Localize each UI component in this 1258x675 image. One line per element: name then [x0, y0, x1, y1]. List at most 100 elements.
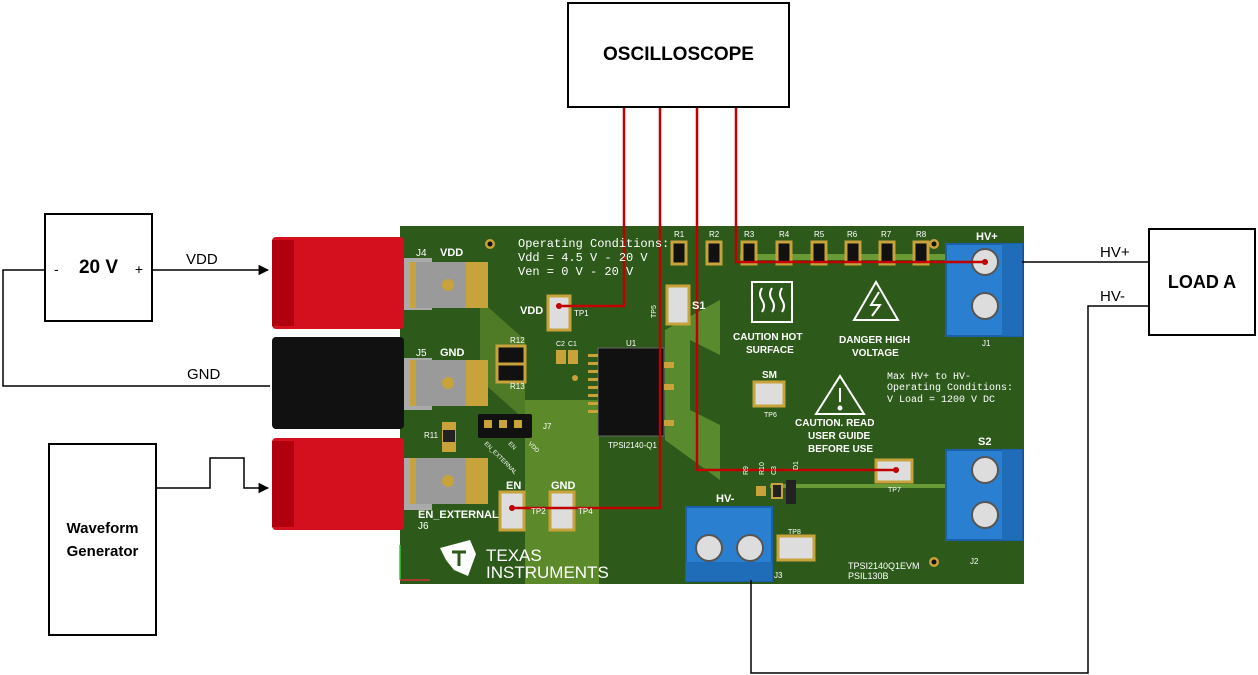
- caution-read-line3: BEFORE USE: [808, 444, 873, 455]
- hv-plus-wire-label: HV+: [1100, 244, 1130, 261]
- jack-j6: [272, 438, 488, 530]
- operating-line3: Ven = 0 V - 20 V: [518, 265, 634, 279]
- mounting-hole: [931, 559, 937, 565]
- hv-minus-board-label: HV-: [716, 493, 735, 505]
- probe-wires: [512, 108, 985, 510]
- r13-label: R13: [510, 382, 525, 391]
- r2-label: R2: [709, 230, 720, 239]
- pcb-trace: [770, 484, 950, 488]
- sm-label: SM: [762, 370, 777, 381]
- max-hv-line3: V Load = 1200 V DC: [887, 394, 995, 406]
- waveform-label-line2: Generator: [66, 542, 139, 560]
- terminal-j3: [685, 506, 773, 582]
- r10-label: R10: [759, 462, 766, 475]
- evm-line1: TPSI2140Q1EVM: [848, 561, 920, 571]
- j5-label: J5: [416, 348, 427, 359]
- resistor-array: [670, 240, 930, 266]
- j7-label: J7: [543, 422, 552, 431]
- axis-marker: [399, 545, 430, 581]
- via: [572, 375, 578, 381]
- resistor-r13: [495, 362, 527, 384]
- j3-label: J3: [774, 571, 783, 580]
- power-supply-box: - 20 V +: [44, 213, 153, 322]
- ti-line1: TEXAS: [486, 546, 542, 565]
- resistor-r10: [771, 483, 783, 499]
- caution-read-line1: CAUTION. READ: [795, 418, 874, 429]
- operating-line2: Vdd = 4.5 V - 20 V: [518, 251, 648, 265]
- probe-en-wire: [512, 108, 662, 510]
- max-hv-line2: Operating Conditions:: [887, 382, 1013, 394]
- r12-label: R12: [510, 336, 525, 345]
- tp2-label: TP2: [531, 507, 546, 516]
- hot-surface-icon: [751, 281, 793, 323]
- hv-plus-board-label: HV+: [976, 231, 998, 243]
- vdd-wire-label: VDD: [186, 251, 218, 268]
- evm-line2: PSIL130B: [848, 571, 889, 581]
- c1-label: C1: [568, 341, 577, 348]
- max-hv-line1: Max HV+ to HV-: [887, 372, 971, 383]
- jack-j5: [272, 337, 488, 429]
- chip-name-label: TPSI2140-Q1: [608, 441, 657, 450]
- terminal-j1: [945, 243, 1023, 337]
- j7-en-label: EN: [507, 441, 517, 451]
- s2-label: S2: [978, 436, 991, 448]
- caution-icon: [814, 374, 866, 415]
- mounting-hole: [931, 241, 937, 247]
- resistor-r9: [756, 486, 766, 496]
- hv-minus-wire: [750, 305, 1148, 674]
- j6-en-label: EN_EXTERNAL: [418, 509, 499, 521]
- c3-label: C3: [771, 466, 778, 475]
- jack-j4: [272, 237, 488, 329]
- j2-label: J2: [970, 557, 979, 566]
- capacitor-c1: [568, 350, 578, 364]
- probe-ends: [509, 259, 988, 511]
- c2-label: C2: [556, 341, 565, 348]
- r5-label: R5: [814, 230, 825, 239]
- chip-u1-pins: [588, 354, 674, 426]
- danger-line1: DANGER HIGH: [839, 335, 910, 346]
- waveform-wire: [157, 457, 270, 494]
- testpoint-tp4: [548, 490, 576, 532]
- load-label: LOAD A: [1167, 271, 1237, 292]
- r8-label: R8: [916, 230, 927, 239]
- j4-label: J4: [416, 248, 427, 259]
- hv-minus-wire-label: HV-: [1100, 288, 1126, 305]
- resistor-r11-body: [443, 430, 455, 442]
- j4-vdd-label: VDD: [440, 247, 463, 259]
- capacitor-c2: [556, 350, 566, 364]
- u1-label: U1: [626, 339, 637, 348]
- r11-label: R11: [424, 431, 439, 440]
- testpoint-tp1: [546, 294, 572, 332]
- d1-label: D1: [793, 461, 800, 470]
- resistor-r12: [495, 344, 527, 366]
- header-pin: [484, 420, 492, 428]
- en-tp-label: EN: [506, 480, 521, 492]
- j5-gnd-label: GND: [440, 347, 465, 359]
- r4-label: R4: [779, 230, 790, 239]
- danger-line2: VOLTAGE: [852, 348, 899, 359]
- caution-hot-line2: SURFACE: [746, 345, 794, 356]
- oscilloscope-label: OSCILLOSCOPE: [603, 44, 754, 65]
- probe-vdd-wire: [559, 108, 626, 308]
- waveform-label-line1: Waveform: [66, 519, 139, 537]
- gnd-wire-label: GND: [187, 366, 221, 383]
- tp4-label: TP4: [578, 507, 593, 516]
- testpoint-tp8: [776, 534, 816, 562]
- r3-label: R3: [744, 230, 755, 239]
- vdd-tp-label: VDD: [520, 305, 543, 317]
- load-box: LOAD A: [1148, 228, 1256, 336]
- j1-label: J1: [982, 339, 991, 348]
- gnd-tp-label: GND: [551, 480, 576, 492]
- pcb-pour: [690, 340, 730, 430]
- caution-read-line2: USER GUIDE: [808, 431, 871, 442]
- operating-line1: Operating Conditions:: [518, 237, 669, 251]
- testpoint-tp5: [665, 284, 691, 326]
- s1-label: S1: [692, 300, 705, 312]
- r7-label: R7: [881, 230, 892, 239]
- mounting-hole: [487, 241, 493, 247]
- oscilloscope-box: OSCILLOSCOPE: [567, 2, 790, 108]
- supply-minus-label: -: [54, 261, 59, 277]
- gnd-wire: [2, 269, 270, 387]
